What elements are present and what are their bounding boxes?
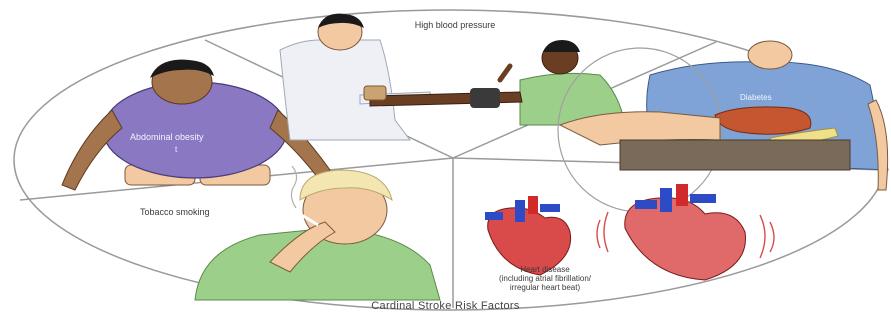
heart-label-line2: (including atrial fibrillation/ [499,274,592,283]
smoking-label: Tobacco smoking [140,207,210,217]
high-bp-label: High blood pressure [415,20,496,30]
diabetes-label: Diabetes [740,93,772,102]
diagram-caption: Cardinal Stroke Risk Factors [0,300,891,312]
heart-label-line3: irregular heart beat) [510,283,581,292]
obesity-label-line1: Abdominal obesity [130,132,204,142]
heart-label-line1: Heart disease [520,265,570,274]
